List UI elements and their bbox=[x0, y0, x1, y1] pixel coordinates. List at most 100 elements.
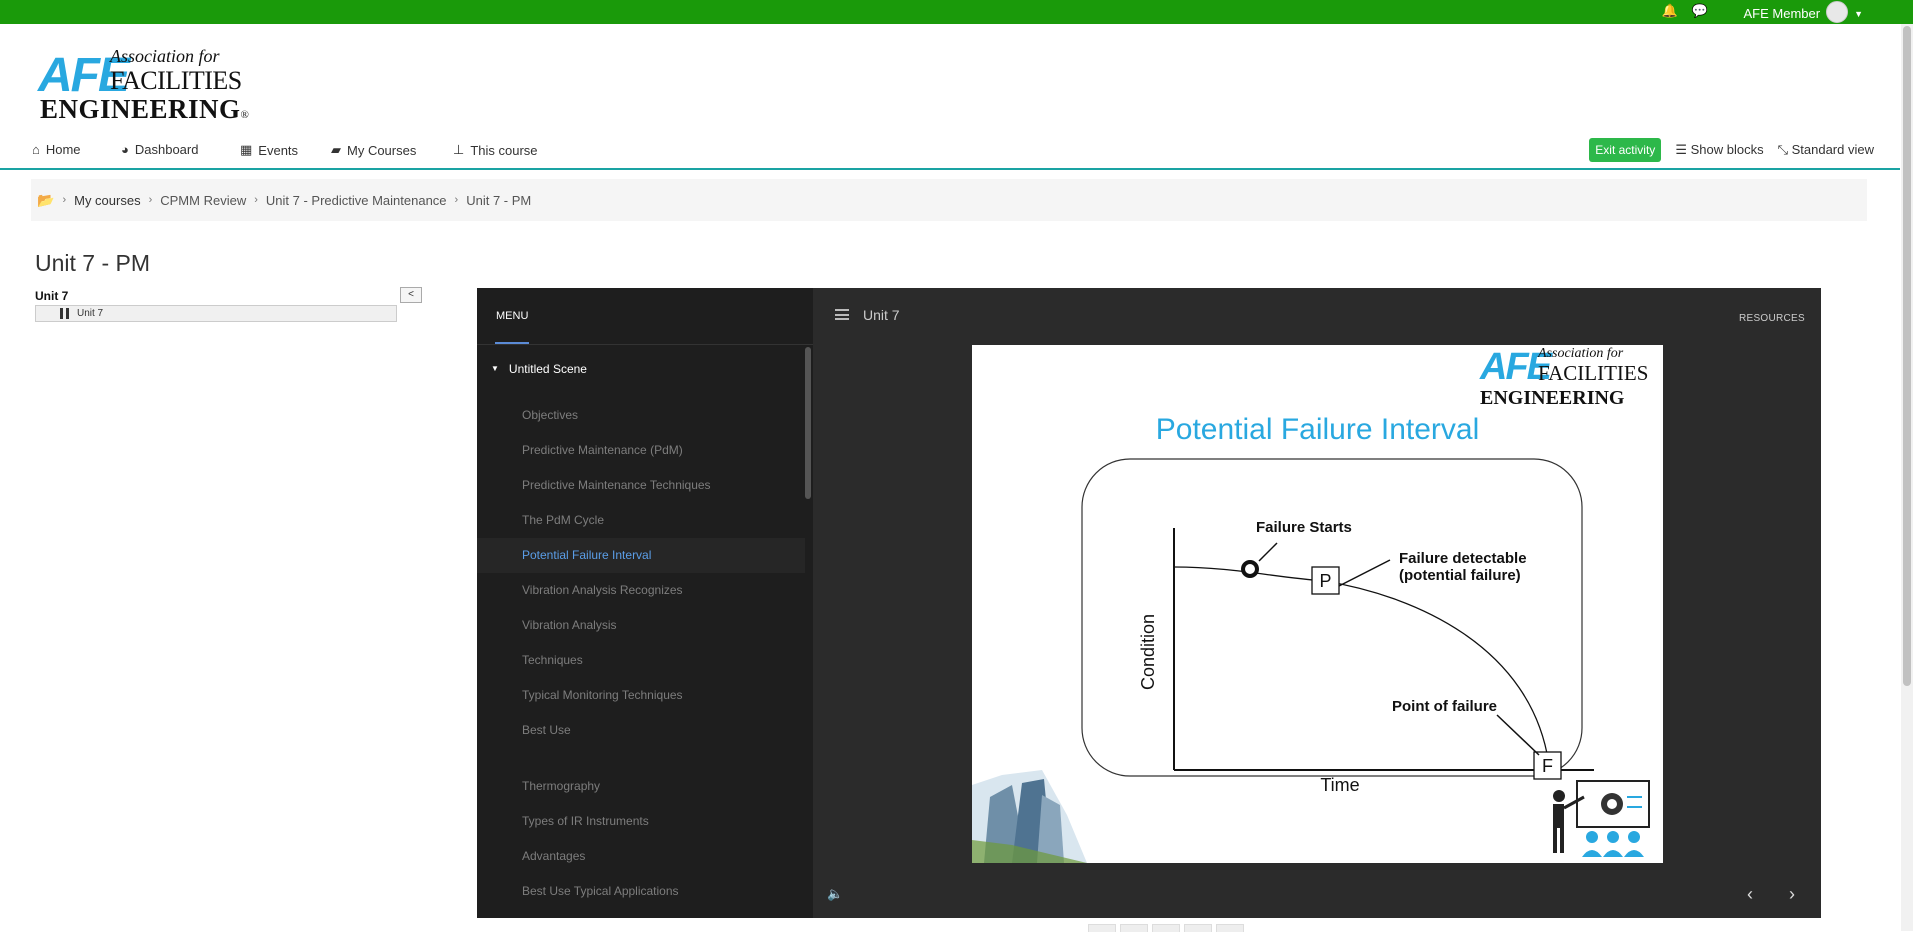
label-point-of-failure: Point of failure bbox=[1392, 698, 1497, 715]
user-menu[interactable]: AFE Member ▼ bbox=[1743, 1, 1863, 23]
menu-scrollbar-thumb[interactable] bbox=[805, 347, 811, 499]
content-title: Unit 7 bbox=[863, 307, 900, 323]
menu-item[interactable]: Predictive Maintenance Techniques bbox=[522, 478, 711, 492]
breadcrumb: 📂 › My courses › CPMM Review › Unit 7 - … bbox=[31, 179, 1867, 221]
presenter-icon bbox=[1553, 780, 1650, 857]
breadcrumb-current: Unit 7 - PM bbox=[466, 192, 532, 208]
previous-slide-button[interactable]: ‹ bbox=[1747, 884, 1753, 904]
menu-item[interactable]: Predictive Maintenance (PdM) bbox=[522, 443, 683, 457]
standard-view-label: Standard view bbox=[1791, 142, 1874, 157]
menu-tab-underline bbox=[495, 342, 529, 344]
unit-row-label: Unit 7 bbox=[77, 308, 104, 319]
menu-item[interactable]: Best Use Typical Applications bbox=[522, 884, 679, 898]
menu-item[interactable]: Thermography bbox=[522, 779, 601, 793]
dashboard-icon: ◕ bbox=[121, 142, 129, 157]
top-icons: 🔔 💬 bbox=[1662, 3, 1708, 19]
nav-my-courses-label: My Courses bbox=[347, 142, 417, 158]
resources-button[interactable]: RESOURCES bbox=[1738, 313, 1805, 324]
failure-starts-leader bbox=[1258, 542, 1278, 562]
detectable-leader bbox=[1338, 559, 1391, 587]
calendar-icon: ▦ bbox=[240, 142, 253, 157]
breadcrumb-cpmm-review[interactable]: CPMM Review bbox=[160, 192, 247, 208]
nav-this-course-label: This course bbox=[470, 142, 538, 158]
main-nav: ⌂ Home ◕ Dashboard ▦Events ▰ My Courses ⊥ Th… bbox=[0, 136, 1900, 170]
menu-tab[interactable]: MENU bbox=[496, 310, 529, 322]
logo-line3: ENGINEERING® bbox=[40, 94, 249, 125]
menu-scrollbar[interactable] bbox=[805, 345, 811, 918]
chevron-right-icon: › bbox=[62, 194, 67, 206]
menu-item[interactable]: Best Use bbox=[522, 723, 571, 737]
nav-this-course[interactable]: ⊥ This course bbox=[453, 142, 538, 158]
building-image bbox=[972, 770, 1087, 863]
menu-item[interactable]: Types of IR Instruments bbox=[522, 814, 649, 828]
menu-item[interactable]: Potential Failure Interval bbox=[477, 538, 807, 573]
p-marker-label: P bbox=[1319, 571, 1331, 591]
unit-heading: Unit 7 bbox=[35, 289, 69, 303]
pager-tab[interactable] bbox=[1216, 924, 1244, 932]
volume-icon[interactable]: 🔈 bbox=[827, 886, 844, 901]
slide-logo: AFE Association for FACILITIES ENGINEERI… bbox=[1480, 346, 1660, 412]
bell-icon[interactable]: 🔔 bbox=[1661, 3, 1678, 18]
player-controls: 🔈 ‹ › bbox=[813, 878, 1821, 918]
hamburger-icon[interactable] bbox=[835, 309, 849, 320]
x-axis-label: Time bbox=[1320, 775, 1359, 795]
show-blocks-button[interactable]: ☰ Show blocks bbox=[1675, 142, 1763, 158]
slide-logo-afe: AFE bbox=[1480, 346, 1552, 388]
chevron-right-icon: › bbox=[148, 194, 153, 206]
pager-tab[interactable] bbox=[1088, 924, 1116, 932]
slide-logo-line3: ENGINEERING bbox=[1480, 387, 1625, 409]
label-failure-starts: Failure Starts bbox=[1256, 519, 1352, 536]
exit-activity-button[interactable]: Exit activity bbox=[1589, 138, 1662, 162]
list-icon: ☰ bbox=[1675, 142, 1687, 157]
nav-dashboard[interactable]: ◕ Dashboard bbox=[121, 142, 198, 157]
menu-item[interactable]: Objectives bbox=[522, 408, 579, 422]
slide: AFE Association for FACILITIES ENGINEERI… bbox=[972, 345, 1663, 863]
pause-icon bbox=[60, 308, 69, 319]
caret-down-icon: ▼ bbox=[1854, 8, 1863, 19]
folder-open-icon: 📂 bbox=[37, 191, 55, 208]
home-icon: ⌂ bbox=[32, 142, 40, 157]
unit-row[interactable]: Unit 7 bbox=[35, 305, 397, 322]
condition-curve bbox=[1173, 566, 1550, 766]
nav-home[interactable]: ⌂ Home bbox=[32, 142, 81, 157]
breadcrumb-unit-7[interactable]: Unit 7 - Predictive Maintenance bbox=[265, 192, 447, 208]
logo-line2: FACILITIES bbox=[110, 66, 242, 95]
briefcase-icon: ▰ bbox=[331, 142, 341, 157]
standard-view-button[interactable]: ⤡ Standard view bbox=[1778, 142, 1874, 158]
y-axis-label: Condition bbox=[1138, 614, 1158, 690]
pager-tab[interactable] bbox=[1184, 924, 1212, 932]
collapse-button[interactable]: < bbox=[400, 287, 422, 303]
nav-home-label: Home bbox=[45, 142, 81, 157]
user-name: AFE Member bbox=[1743, 6, 1821, 21]
site-logo[interactable]: AFE Association for FACILITIES ENGINEERI… bbox=[38, 46, 268, 126]
nav-dashboard-label: Dashboard bbox=[134, 142, 199, 157]
logo-reg: ® bbox=[240, 109, 250, 121]
f-marker-label: F bbox=[1542, 756, 1553, 776]
logo-line3-text: ENGINEERING bbox=[40, 94, 241, 124]
nav-right-actions: Exit activity ☰ Show blocks ⤡ Standard v… bbox=[1589, 138, 1874, 162]
menu-item[interactable]: Vibration Analysis Recognizes bbox=[522, 583, 683, 597]
menu-item[interactable]: Vibration Analysis bbox=[522, 618, 617, 632]
nav-my-courses[interactable]: ▰ My Courses bbox=[331, 142, 416, 158]
chevron-right-icon: › bbox=[254, 194, 258, 206]
scene-toggle[interactable]: ▼ Untitled Scene bbox=[491, 362, 587, 376]
chat-icon[interactable]: 💬 bbox=[1691, 3, 1708, 18]
logo-afe: AFE bbox=[38, 49, 130, 102]
pager-tab[interactable] bbox=[1152, 924, 1180, 932]
failure-starts-marker bbox=[1241, 560, 1259, 578]
slide-logo-line2: FACILITIES bbox=[1538, 361, 1649, 385]
nav-events[interactable]: ▦Events bbox=[240, 142, 298, 158]
next-slide-button[interactable]: › bbox=[1789, 884, 1795, 904]
breadcrumb-my-courses[interactable]: My courses bbox=[74, 192, 141, 208]
pager-tab[interactable] bbox=[1120, 924, 1148, 932]
menu-item[interactable]: Typical Monitoring Techniques bbox=[522, 688, 683, 702]
label-detectable-2: (potential failure) bbox=[1399, 567, 1521, 584]
sitemap-icon: ⊥ bbox=[453, 142, 465, 157]
page-scrollbar[interactable] bbox=[1901, 24, 1913, 931]
menu-item[interactable]: Techniques bbox=[522, 653, 583, 667]
menu-item[interactable]: Advantages bbox=[522, 849, 586, 863]
page-scrollbar-thumb[interactable] bbox=[1903, 26, 1911, 686]
menu-item[interactable]: The PdM Cycle bbox=[522, 513, 605, 527]
